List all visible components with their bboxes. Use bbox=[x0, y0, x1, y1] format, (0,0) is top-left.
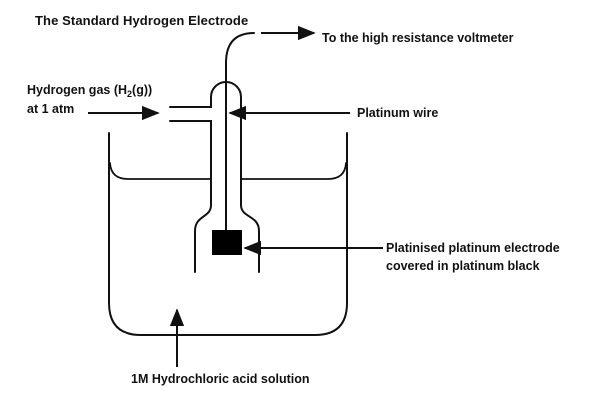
liquid-level-left bbox=[109, 162, 211, 180]
electrode-label-line2: covered in platinum black bbox=[386, 259, 540, 273]
liquid-level-right bbox=[241, 162, 347, 180]
solution-label: 1M Hydrochloric acid solution bbox=[131, 372, 310, 386]
h2-subscript: 2 bbox=[127, 89, 133, 99]
hydrogen-gas-line1: Hydrogen gas (H2(g)) bbox=[27, 83, 153, 99]
platinum-wire-line bbox=[225, 32, 255, 233]
tube-left-and-inlet bbox=[169, 120, 212, 273]
electrode-label-line1: Platinised platinum electrode bbox=[386, 241, 560, 255]
voltmeter-label: To the high resistance voltmeter bbox=[322, 31, 514, 45]
hydrogen-gas-label: Hydrogen gas (H2(g)) at 1 atm bbox=[27, 81, 152, 119]
diagram-title: The Standard Hydrogen Electrode bbox=[35, 13, 249, 28]
tube-right-and-dome bbox=[169, 81, 260, 273]
beaker-outline bbox=[108, 132, 348, 336]
hydrogen-gas-line2: at 1 atm bbox=[27, 102, 75, 116]
platinised-electrode-label: Platinised platinum electrode covered in… bbox=[386, 239, 560, 275]
platinised-electrode-block bbox=[212, 230, 242, 255]
platinum-wire-label: Platinum wire bbox=[357, 106, 439, 120]
